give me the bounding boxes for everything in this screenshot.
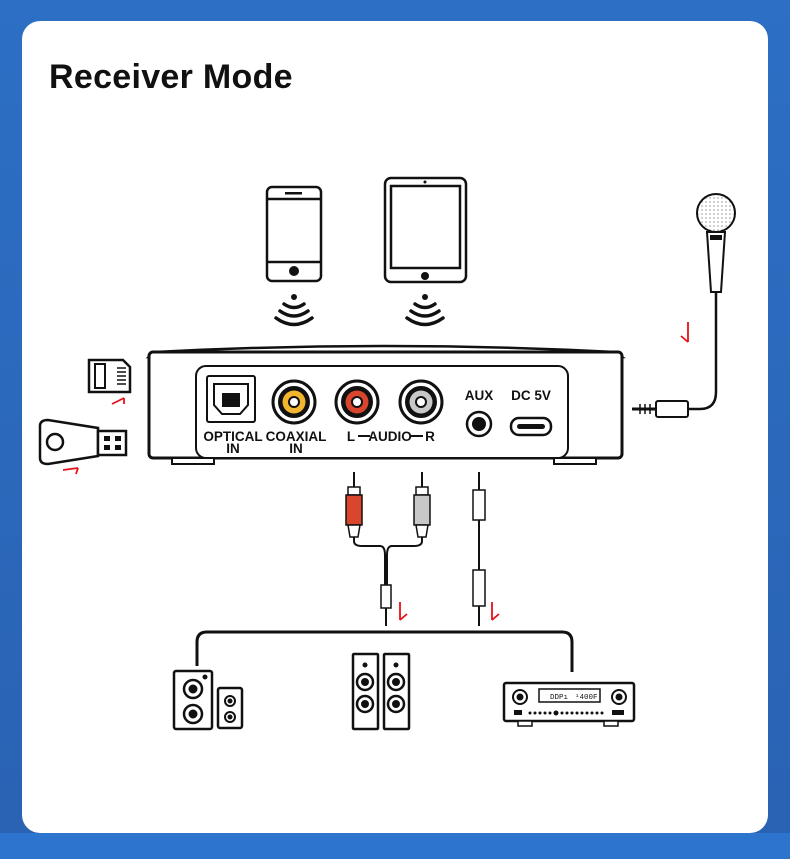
dc-label: DC 5V [511, 388, 551, 403]
dc-power-port [509, 416, 553, 437]
optical-label-line1: OPTICAL [203, 429, 262, 444]
rca-cable [345, 472, 431, 626]
aux-cable [472, 472, 486, 626]
optical-label-line2: IN [226, 441, 240, 456]
microphone-icon [632, 193, 736, 418]
audio-left-port [334, 379, 380, 425]
audio-right-port [398, 379, 444, 425]
receiver-display-right: ¹400F [575, 693, 598, 702]
smartphone-icon [265, 185, 323, 283]
coaxial-label-line1: COAXIAL [266, 429, 327, 444]
coaxial-label-line2: IN [289, 441, 303, 456]
sd-card-icon [87, 358, 132, 394]
receiver-display-left: DDPı [550, 694, 569, 702]
speaker-icon [172, 669, 244, 731]
aux-label: AUX [465, 388, 494, 403]
insert-arrows [62, 322, 689, 621]
usb-drive-icon [38, 418, 128, 466]
audio-label: AUDIO [368, 429, 412, 444]
coaxial-in-port [271, 379, 317, 425]
wireless-signal-dots [291, 294, 428, 300]
page-title: Receiver Mode [49, 58, 293, 96]
audio-right-label: R [425, 429, 435, 444]
optical-in-port [206, 375, 256, 423]
tower-speaker-icon [351, 652, 411, 731]
av-receiver-icon [502, 681, 636, 727]
aux-port [465, 410, 493, 438]
output-connector-line [195, 630, 574, 672]
bluetooth-receiver-device [145, 344, 626, 465]
audio-left-label: L [347, 429, 355, 444]
bottom-band [0, 833, 790, 859]
tablet-icon [383, 176, 468, 284]
wireless-signal-icon [274, 302, 445, 327]
